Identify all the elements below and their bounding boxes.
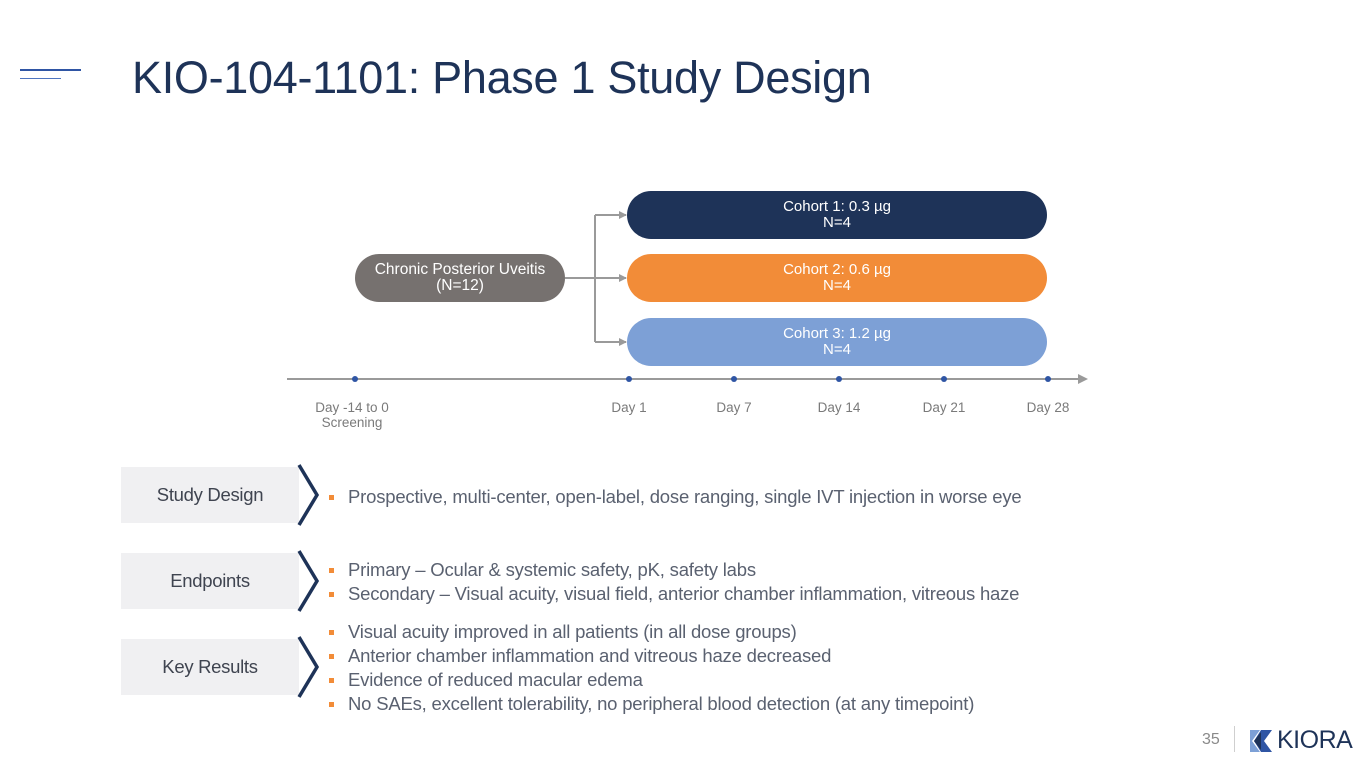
timeline-dot-day-14 — [836, 376, 842, 382]
page-title: KIO-104-1101: Phase 1 Study Design — [132, 52, 872, 103]
bullet-text: Evidence of reduced macular edema — [348, 669, 643, 690]
cohort-1-dose: Cohort 1: 0.3 µg — [783, 198, 891, 215]
timeline-label-day-7: Day 7 — [716, 400, 752, 415]
kiora-logo-icon — [1250, 729, 1272, 752]
footer-divider — [1234, 726, 1235, 752]
study-design-bullets: Prospective, multi-center, open-label, d… — [328, 485, 1022, 509]
key-results-bullets: Visual acuity improved in all patients (… — [328, 620, 974, 716]
decoration-line-long — [20, 69, 81, 71]
bullet-item: Prospective, multi-center, open-label, d… — [328, 485, 1022, 509]
cohort-2-count: N=4 — [823, 277, 851, 294]
population-label: Chronic Posterior Uveitis — [374, 261, 546, 278]
timeline-label-day-1: Day 1 — [611, 400, 647, 415]
timeline-arrowhead — [1078, 374, 1088, 384]
population-count: (N=12) — [436, 277, 484, 294]
bullet-text: Secondary – Visual acuity, visual field,… — [348, 583, 1020, 604]
bullet-item: Evidence of reduced macular edema — [328, 668, 974, 692]
timeline-label-day-14: Day 14 — [817, 400, 861, 415]
bullet-item: Anterior chamber inflammation and vitreo… — [328, 644, 974, 668]
timeline-dot-day-1 — [626, 376, 632, 382]
bullet-square-icon — [329, 592, 334, 597]
cohort-1-count: N=4 — [823, 214, 851, 231]
chevron-right-icon — [297, 636, 320, 698]
timeline-label-line2: Screening — [321, 415, 383, 430]
cohort-2-node: Cohort 2: 0.6 µg N=4 — [627, 254, 1047, 302]
cohort-3-dose: Cohort 3: 1.2 µg — [783, 325, 891, 342]
timeline-dot-day-7 — [731, 376, 737, 382]
timeline-dot-day-28 — [1045, 376, 1051, 382]
bullet-square-icon — [329, 630, 334, 635]
chevron-right-icon — [297, 464, 320, 526]
bullet-square-icon — [329, 654, 334, 659]
timeline-label-screening: Day -14 to 0 Screening — [315, 400, 389, 430]
endpoints-bullets: Primary – Ocular & systemic safety, pK, … — [328, 558, 1019, 606]
cohort-1-node: Cohort 1: 0.3 µg N=4 — [627, 191, 1047, 239]
cohort-3-count: N=4 — [823, 341, 851, 358]
page-number: 35 — [1202, 731, 1220, 748]
bullet-square-icon — [329, 702, 334, 707]
company-logo: KIORA — [1248, 726, 1353, 755]
timeline-label-line1: Day -14 to 0 — [315, 400, 389, 415]
bullet-item: Primary – Ocular & systemic safety, pK, … — [328, 558, 1019, 582]
chevron-right-icon — [297, 550, 320, 612]
bullet-text: Primary – Ocular & systemic safety, pK, … — [348, 559, 756, 580]
bullet-item: No SAEs, excellent tolerability, no peri… — [328, 692, 974, 716]
timeline-label-day-21: Day 21 — [922, 400, 966, 415]
bullet-item: Secondary – Visual acuity, visual field,… — [328, 582, 1019, 606]
bullet-square-icon — [329, 678, 334, 683]
bullet-text: No SAEs, excellent tolerability, no peri… — [348, 693, 975, 714]
timeline-label-day-28: Day 28 — [1026, 400, 1070, 415]
bullet-text: Anterior chamber inflammation and vitreo… — [348, 645, 832, 666]
bullet-square-icon — [329, 495, 334, 500]
cohort-3-node: Cohort 3: 1.2 µg N=4 — [627, 318, 1047, 366]
decoration-line-short — [20, 78, 61, 79]
section-label: Key Results — [121, 639, 299, 695]
cohort-2-dose: Cohort 2: 0.6 µg — [783, 261, 891, 278]
section-label: Study Design — [121, 467, 299, 523]
section-label: Endpoints — [121, 553, 299, 609]
bullet-item: Visual acuity improved in all patients (… — [328, 620, 974, 644]
bullet-square-icon — [329, 568, 334, 573]
bullet-text: Prospective, multi-center, open-label, d… — [348, 486, 1022, 507]
timeline-dot-day-21 — [941, 376, 947, 382]
population-node: Chronic Posterior Uveitis (N=12) — [355, 254, 565, 302]
timeline-dot-screening — [352, 376, 358, 382]
bullet-text: Visual acuity improved in all patients (… — [348, 621, 797, 642]
logo-text: KIORA — [1277, 726, 1353, 754]
title-decoration — [20, 69, 82, 81]
